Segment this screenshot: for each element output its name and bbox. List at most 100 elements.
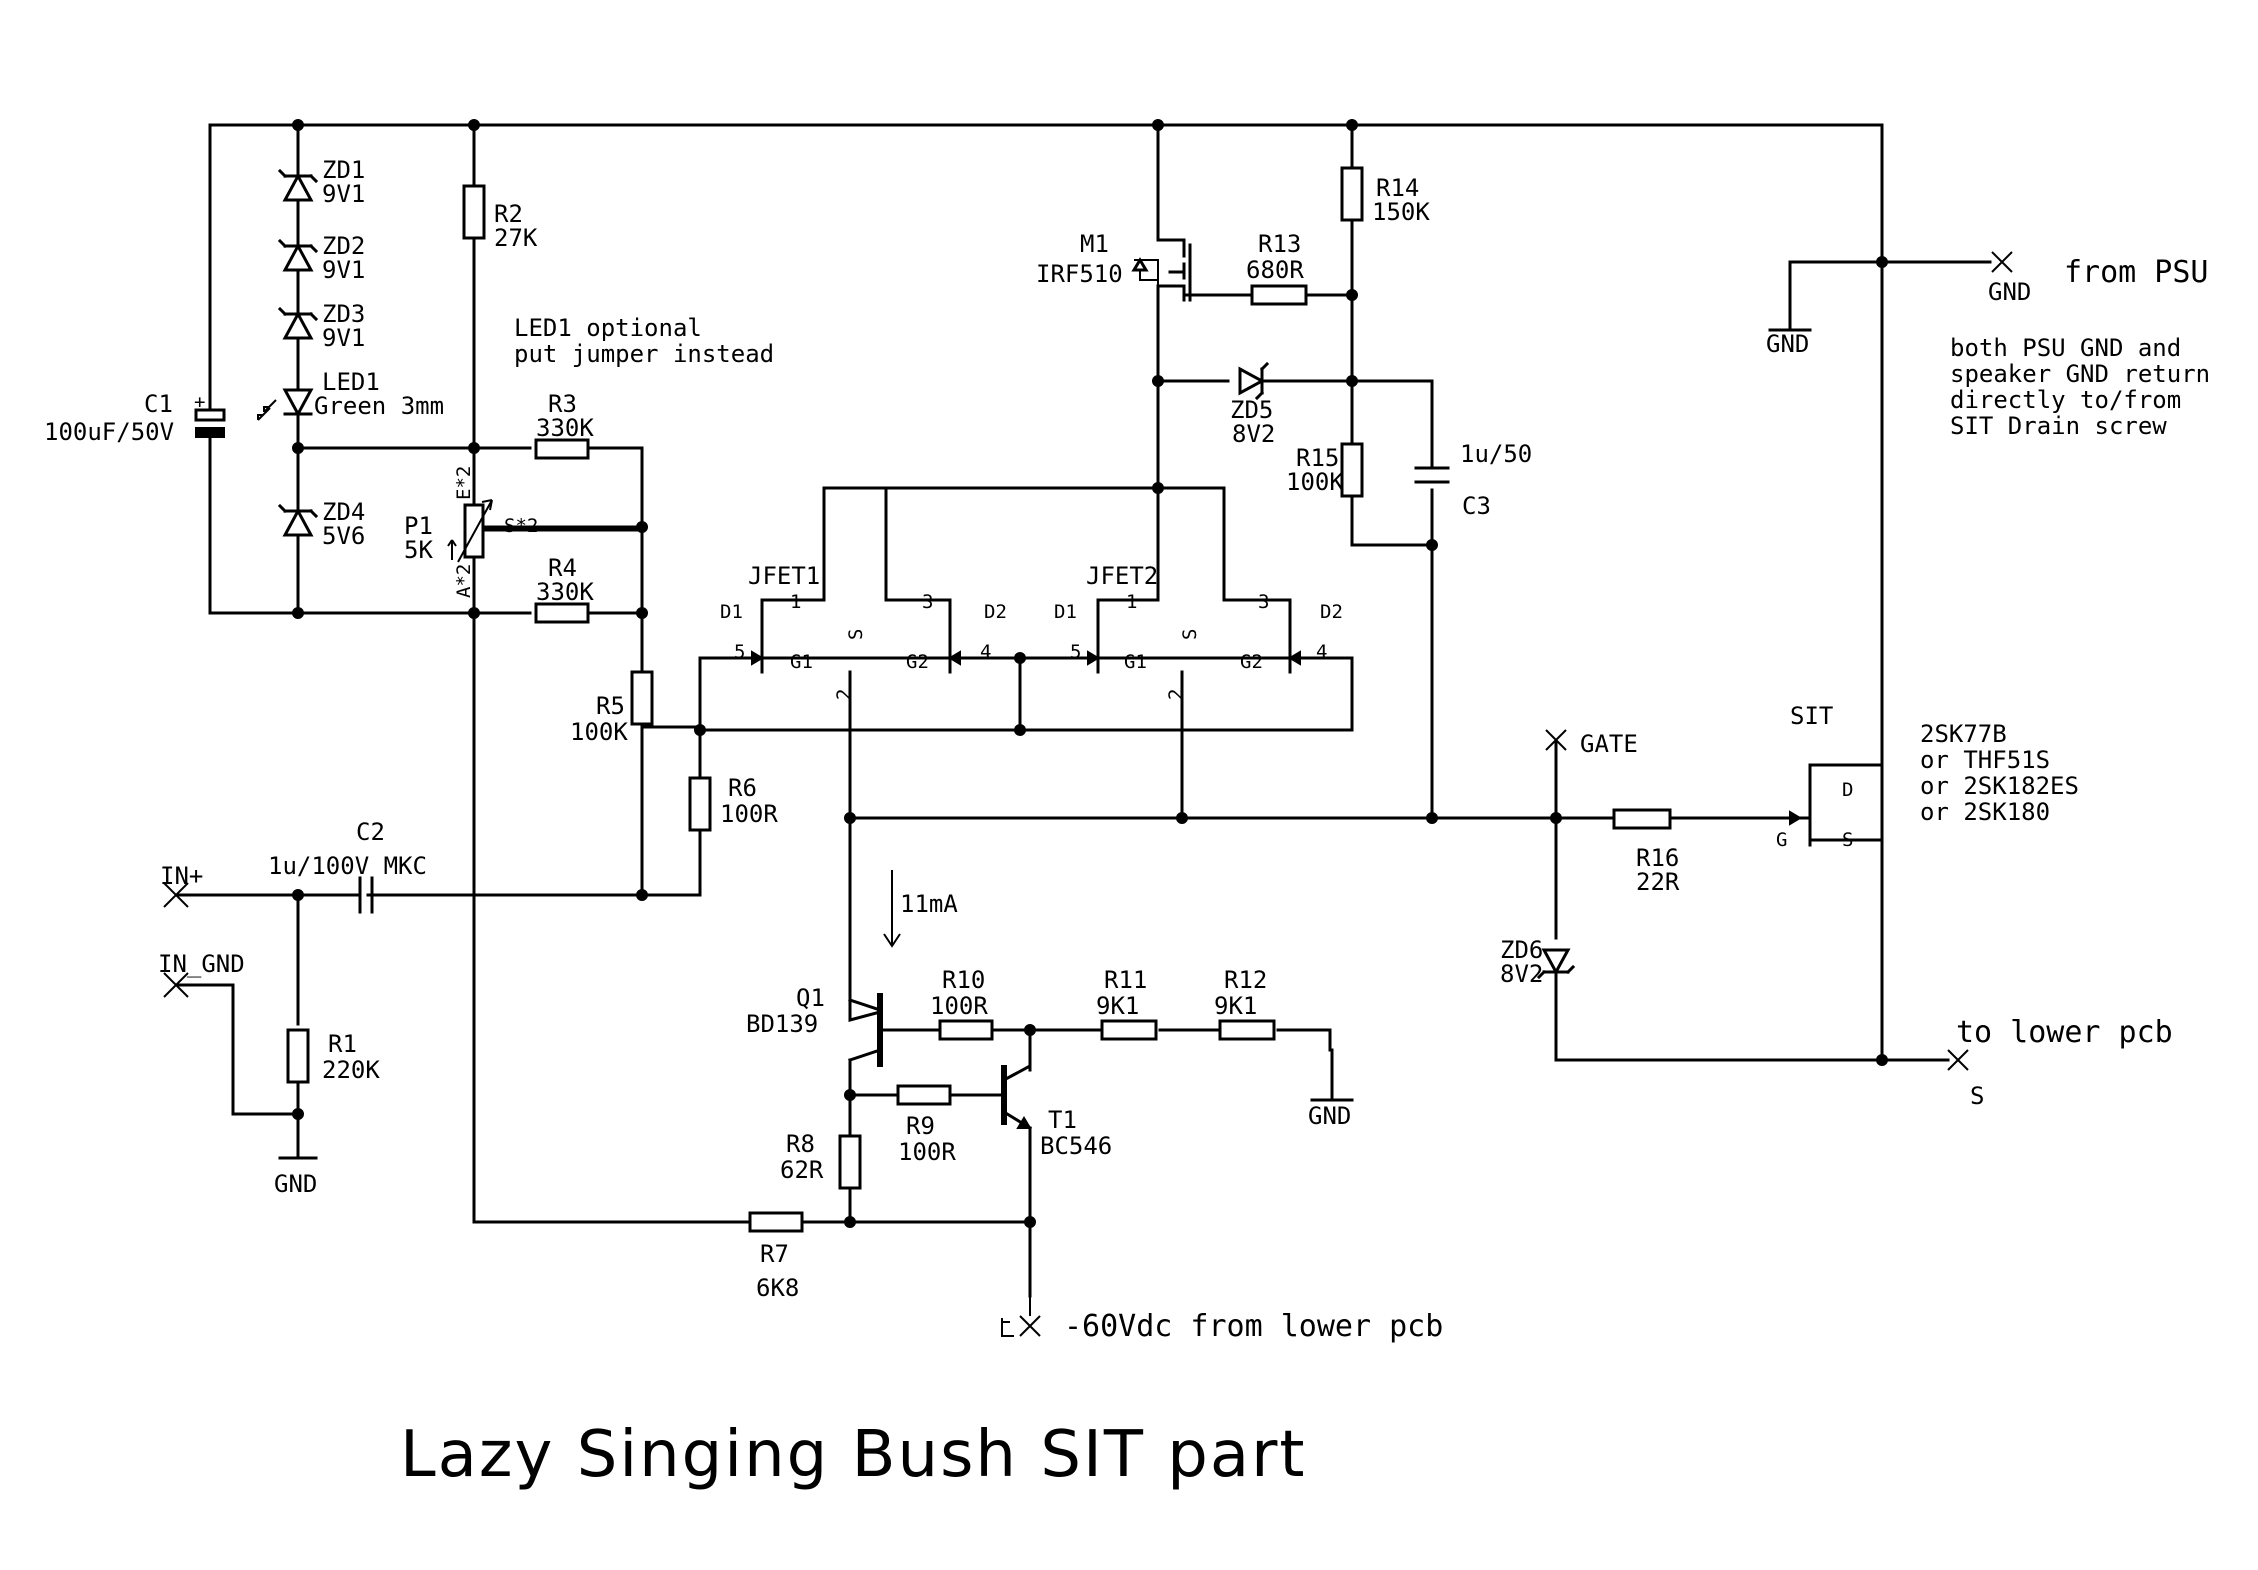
- r8-val: 62R: [780, 1156, 824, 1184]
- m1-symbol: [1131, 238, 1192, 302]
- zd3-val: 9V1: [322, 324, 365, 352]
- r1-body: [286, 1028, 310, 1084]
- in-gnd-terminal[interactable]: [163, 972, 189, 998]
- sit-g: G: [1776, 829, 1787, 851]
- jfet1-s: S: [845, 629, 867, 640]
- r7-ref: R7: [760, 1240, 789, 1268]
- zd5-ref: ZD5: [1230, 396, 1273, 424]
- c1-symbol: +: [194, 391, 226, 438]
- diodes: [257, 168, 1576, 980]
- r4-ref: R4: [548, 554, 577, 582]
- t1-symbol: [948, 1028, 1033, 1131]
- r6-ref: R6: [728, 774, 757, 802]
- c3-symbol: [1414, 466, 1450, 484]
- gnd-label-in: GND: [274, 1170, 317, 1198]
- wires: [174, 123, 1992, 1298]
- gnd-note-4: SIT Drain screw: [1950, 412, 2167, 440]
- sit-alt2: or THF51S: [1920, 746, 2050, 774]
- current-label: 11mA: [900, 890, 958, 918]
- p1-symbol: [447, 499, 644, 563]
- sit-symbol: [1770, 763, 1884, 847]
- jfet1-pin2: 2: [833, 689, 855, 700]
- r5-body: [630, 670, 654, 726]
- c1-ref: C1: [144, 390, 173, 418]
- q1-ref: Q1: [796, 984, 825, 1012]
- jfet1-pin1: 1: [790, 591, 801, 613]
- junctions: [292, 119, 1888, 1228]
- gnd-label-left-psu: GND: [1766, 330, 1809, 358]
- r14-val: 150K: [1372, 198, 1430, 226]
- s-port-label: S: [1970, 1082, 1984, 1110]
- r2-body: [462, 184, 486, 240]
- jfet2-d1: D1: [1054, 601, 1077, 623]
- p1-s: S*2: [504, 515, 538, 537]
- jfet2-symbol: [1018, 598, 1354, 674]
- r10-body: [938, 1019, 994, 1041]
- r7-body: [748, 1211, 804, 1233]
- in-gnd-label: IN_GND: [158, 950, 245, 978]
- r12-body: [1218, 1019, 1276, 1041]
- sit-s: S: [1842, 829, 1853, 851]
- connectors[interactable]: [163, 251, 2013, 1337]
- r5-val: 100K: [570, 718, 628, 746]
- led-note-2: put jumper instead: [514, 340, 774, 368]
- jfet2-ref: JFET2: [1086, 562, 1158, 590]
- r10-val: 100R: [930, 992, 988, 1020]
- gnd-label-r12: GND: [1308, 1102, 1351, 1130]
- r9-ref: R9: [906, 1112, 935, 1140]
- r13-body: [1250, 284, 1308, 306]
- jfet1-pin5: 5: [734, 641, 745, 663]
- zd6-symbol: [1536, 948, 1576, 980]
- r13-val: 680R: [1246, 256, 1304, 284]
- capacitors: +: [194, 391, 1450, 914]
- neg60-terminal[interactable]: [1019, 1315, 1041, 1337]
- r2-val: 27K: [494, 224, 538, 252]
- m1-ref: M1: [1080, 230, 1109, 258]
- r7-val: 6K8: [756, 1274, 799, 1302]
- r15-body: [1340, 442, 1364, 498]
- in-plus-terminal[interactable]: [163, 882, 189, 908]
- zd2-symbol: [277, 238, 319, 272]
- gnd-symbols: [278, 318, 1812, 1160]
- s-terminal[interactable]: [1947, 1049, 1969, 1071]
- labels: ZD1 9V1 ZD2 9V1 ZD3 9V1 LED1 Green 3mm Z…: [44, 156, 2210, 1492]
- jfet1-d1: D1: [720, 601, 743, 623]
- r1-val: 220K: [322, 1056, 380, 1084]
- c3-val: 1u/50: [1460, 440, 1532, 468]
- r11-ref: R11: [1104, 966, 1147, 994]
- gnd-note-2: speaker GND return: [1950, 360, 2210, 388]
- r14-body: [1340, 166, 1364, 222]
- gnd-note-3: directly to/from: [1950, 386, 2181, 414]
- c2-ref: C2: [356, 818, 385, 846]
- r16-val: 22R: [1636, 868, 1680, 896]
- r15-val: 100K: [1286, 468, 1344, 496]
- r2-ref: R2: [494, 200, 523, 228]
- q1-val: BD139: [746, 1010, 818, 1038]
- r16-ref: R16: [1636, 844, 1679, 872]
- zd5-symbol: [1238, 361, 1270, 401]
- q1-symbol: [848, 993, 940, 1067]
- jfet2-pin5: 5: [1070, 641, 1081, 663]
- r16-body: [1612, 808, 1672, 830]
- zd1-symbol: [277, 168, 319, 202]
- gate-terminal[interactable]: [1545, 729, 1567, 751]
- led1-ref: LED1: [322, 368, 380, 396]
- r14-ref: R14: [1376, 174, 1419, 202]
- jfet2-g2: G2: [1240, 651, 1263, 673]
- t1-val: BC546: [1040, 1132, 1112, 1160]
- r6-val: 100R: [720, 800, 778, 828]
- led1-symbol: [257, 388, 314, 421]
- jfet2-d2: D2: [1320, 601, 1343, 623]
- r6-body: [688, 776, 712, 832]
- page-title: Lazy Singing Bush SIT part: [400, 1418, 1307, 1492]
- zd6-ref: ZD6: [1500, 936, 1543, 964]
- to-lower-pcb-label: to lower pcb: [1956, 1015, 2173, 1050]
- r3-body: [534, 438, 590, 460]
- zd4-ref: ZD4: [322, 498, 365, 526]
- r15-ref: R15: [1296, 444, 1339, 472]
- r3-ref: R3: [548, 390, 577, 418]
- led-note-1: LED1 optional: [514, 314, 702, 342]
- psu-gnd-terminal[interactable]: [1991, 251, 2013, 273]
